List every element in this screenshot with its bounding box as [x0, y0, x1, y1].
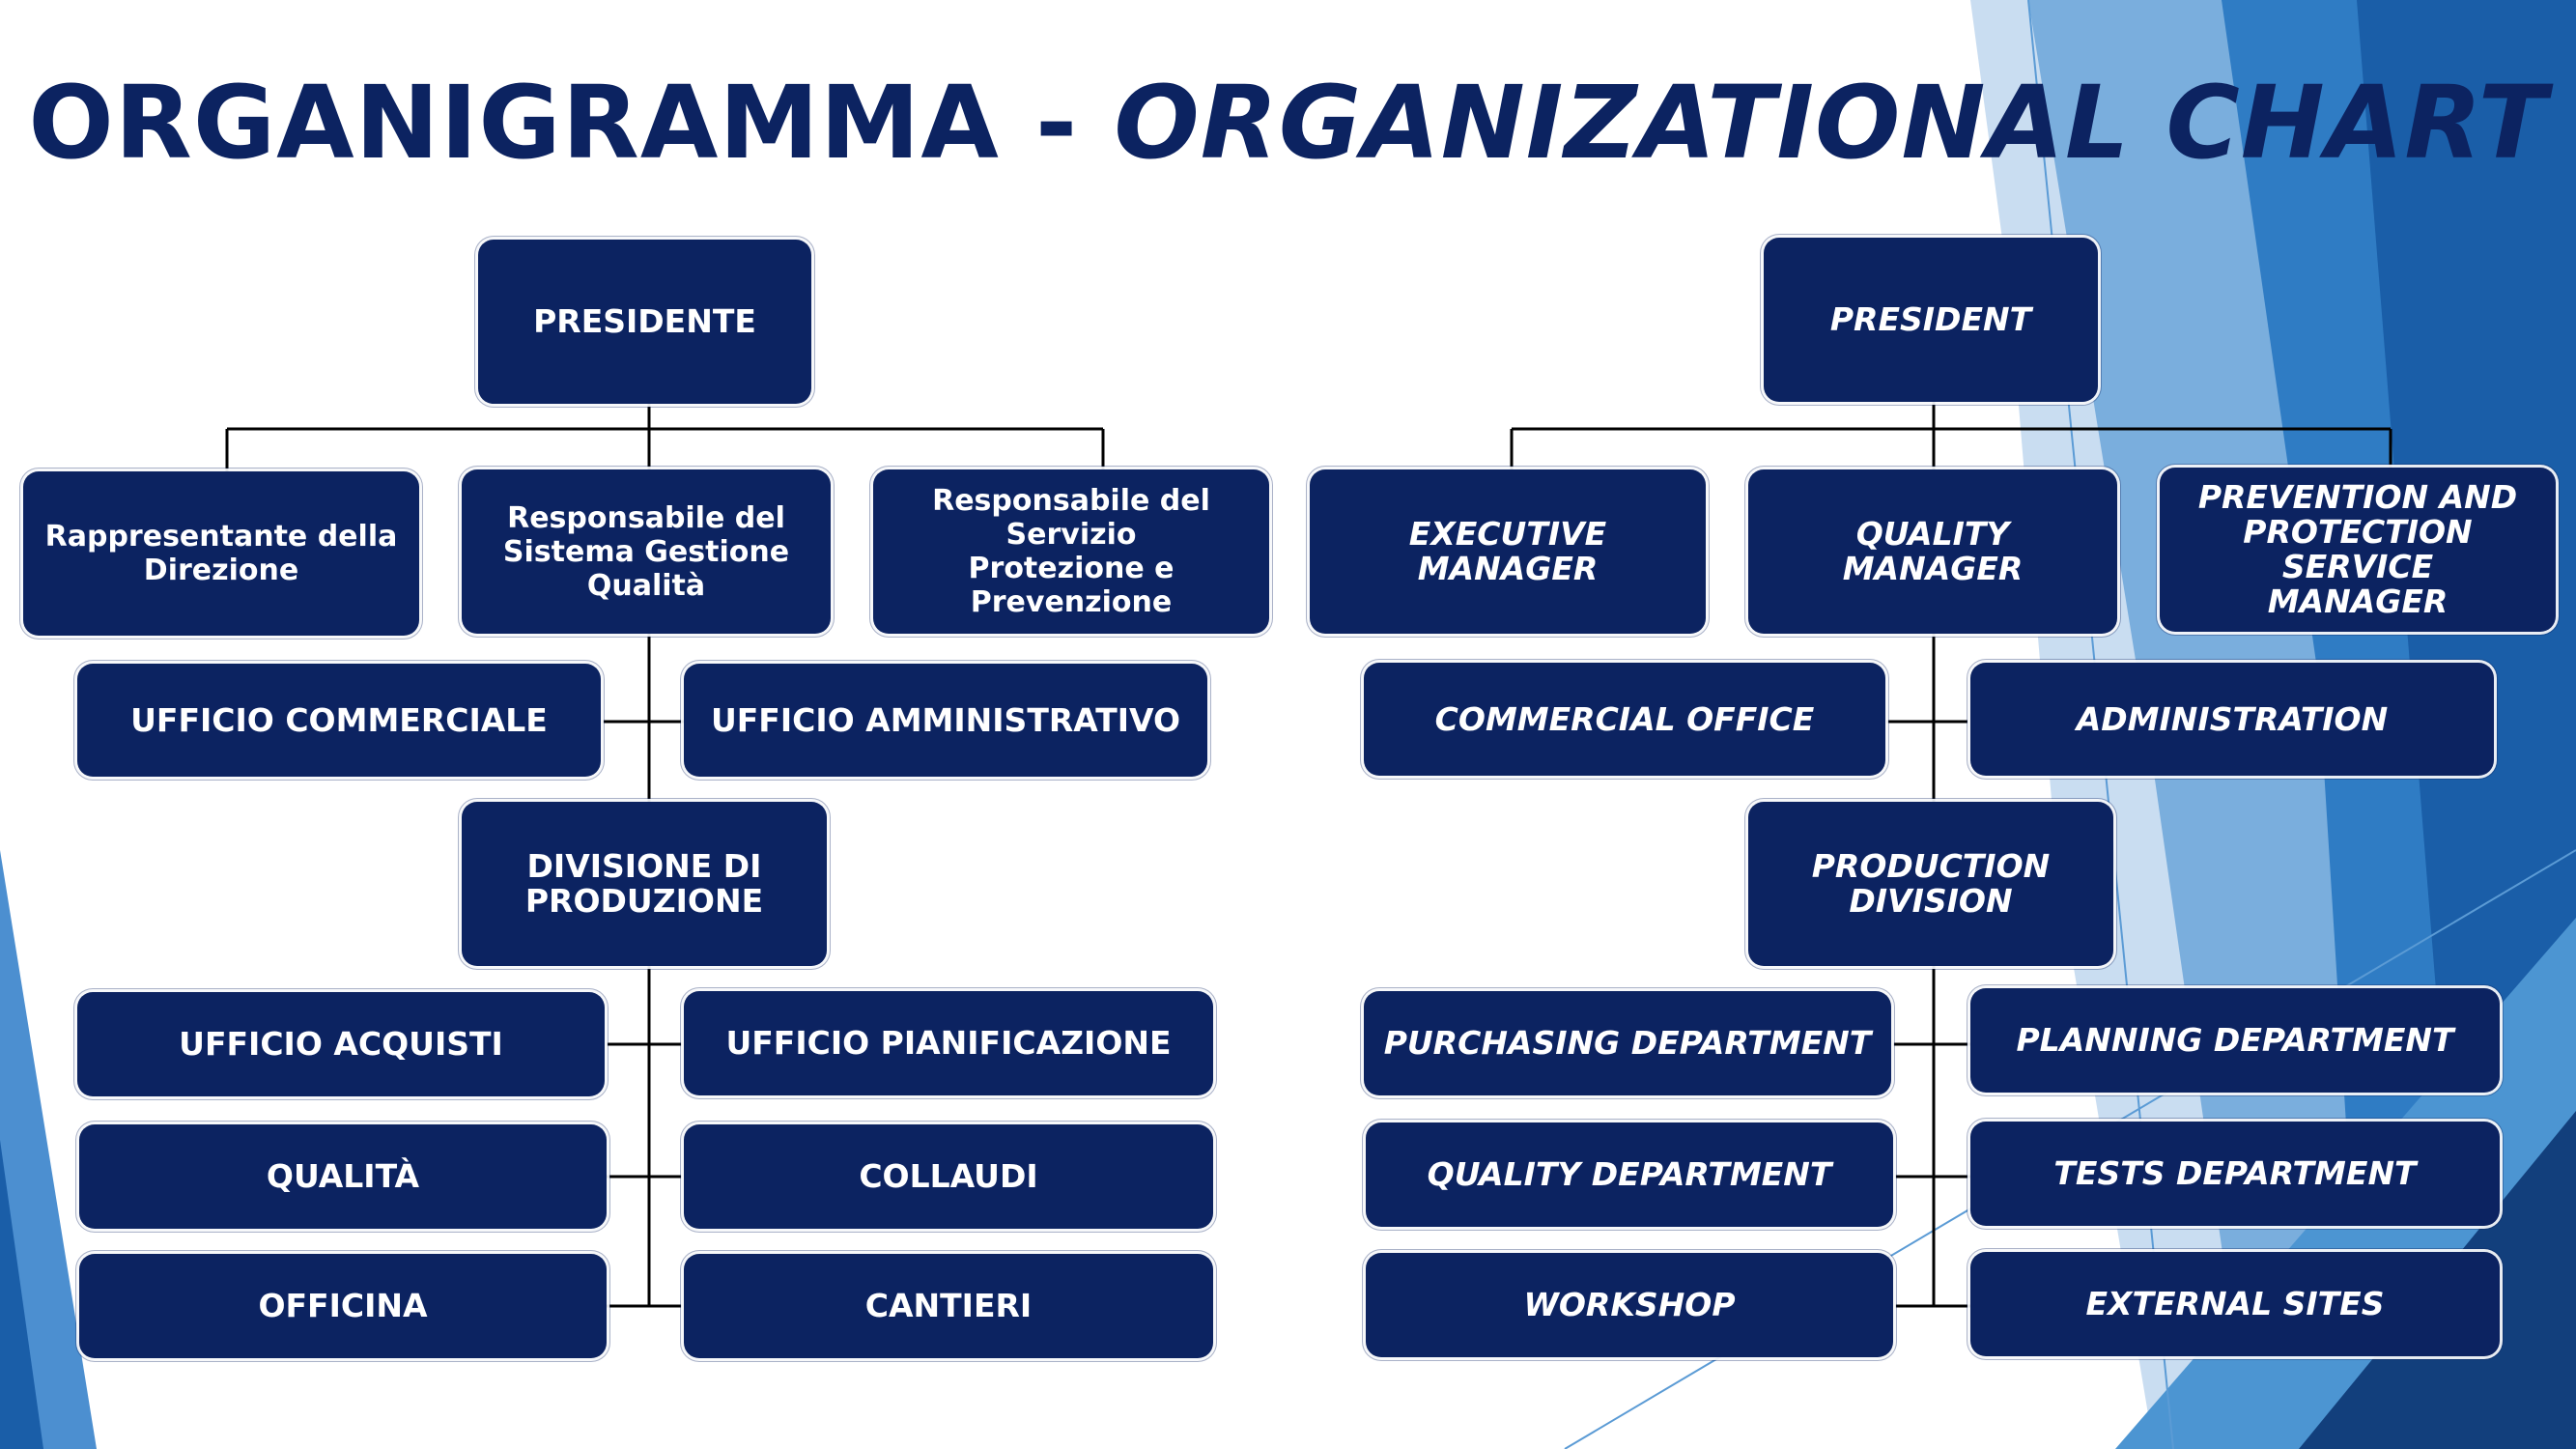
en-executive-manager-box: EXECUTIVE MANAGER	[1310, 469, 1706, 634]
en-division-label: PRODUCTION DIVISION	[1811, 847, 2051, 920]
it-dept-planning-box: UFFICIO PIANIFICAZIONE	[684, 991, 1213, 1095]
en-dept-purchasing-box: PURCHASING DEPARTMENT	[1364, 991, 1891, 1095]
bg-facet-left-dark	[0, 1140, 43, 1449]
connector	[1510, 402, 2392, 473]
bg-facet-left	[0, 850, 97, 1449]
it-office-commercial-box: UFFICIO COMMERCIALE	[77, 664, 601, 777]
en-production-division-box: PRODUCTION DIVISION	[1748, 802, 2113, 966]
it-management-label: Responsabile del Sistema Gestione Qualit…	[502, 500, 790, 603]
it-production-division-box: DIVISIONE DI PRODUZIONE	[462, 802, 827, 966]
en-management-label: PREVENTION AND PROTECTION SERVICE MANAGE…	[2197, 478, 2518, 620]
it-quality-manager-box: Responsabile del Sistema Gestione Qualit…	[462, 469, 831, 634]
it-office-label: UFFICIO COMMERCIALE	[130, 700, 548, 739]
en-dept-label: PLANNING DEPARTMENT	[2016, 1021, 2454, 1059]
it-prevention-service-box: Responsabile del Servizio Protezione e P…	[873, 469, 1269, 634]
en-management-label: EXECUTIVE MANAGER	[1408, 515, 1607, 587]
en-dept-planning-box: PLANNING DEPARTMENT	[1970, 988, 2500, 1093]
en-dept-label: WORKSHOP	[1523, 1286, 1736, 1323]
title-english: ORGANIZATIONAL CHART	[1114, 64, 2548, 182]
it-dept-label: QUALITÀ	[266, 1157, 420, 1195]
it-president-box: PRESIDENTE	[478, 240, 811, 404]
en-prevention-service-box: PREVENTION AND PROTECTION SERVICE MANAGE…	[2160, 468, 2556, 632]
it-dept-purchasing-box: UFFICIO ACQUISTI	[77, 992, 605, 1096]
it-president-label: PRESIDENTE	[533, 302, 756, 340]
it-division-label: DIVISIONE DI PRODUZIONE	[524, 847, 764, 920]
it-dept-workshop-box: OFFICINA	[79, 1254, 607, 1358]
en-dept-label: QUALITY DEPARTMENT	[1427, 1155, 1832, 1193]
it-management-label: Rappresentante della Direzione	[44, 520, 398, 587]
it-dept-quality-box: QUALITÀ	[79, 1124, 607, 1229]
title-italian: ORGANIGRAMMA -	[28, 64, 1115, 182]
it-dept-label: UFFICIO ACQUISTI	[179, 1025, 503, 1063]
en-management-label: QUALITY MANAGER	[1842, 515, 2024, 587]
it-management-representative-box: Rappresentante della Direzione	[23, 471, 419, 636]
connector	[1893, 966, 1970, 1308]
connector	[1886, 633, 1967, 802]
connector	[603, 633, 684, 802]
en-dept-workshop-box: WORKSHOP	[1366, 1253, 1893, 1357]
connector	[225, 402, 1105, 473]
en-dept-label: TESTS DEPARTMENT	[2053, 1154, 2417, 1192]
en-quality-manager-box: QUALITY MANAGER	[1748, 469, 2117, 634]
en-dept-label: EXTERNAL SITES	[2085, 1285, 2385, 1322]
it-dept-label: OFFICINA	[258, 1287, 428, 1324]
it-management-label: Responsabile del Servizio Protezione e P…	[932, 484, 1210, 619]
it-dept-label: CANTIERI	[864, 1287, 1033, 1324]
page-title: ORGANIGRAMMA - ORGANIZATIONAL CHART	[0, 60, 2576, 185]
en-dept-label: PURCHASING DEPARTMENT	[1383, 1024, 1872, 1062]
it-dept-label: UFFICIO PIANIFICAZIONE	[725, 1024, 1172, 1062]
it-dept-sites-box: CANTIERI	[684, 1254, 1213, 1358]
en-president-box: PRESIDENT	[1764, 238, 2098, 402]
connector	[607, 966, 682, 1308]
en-office-label: COMMERCIAL OFFICE	[1434, 699, 1815, 738]
en-office-administration-box: ADMINISTRATION	[1970, 663, 2494, 776]
en-dept-sites-box: EXTERNAL SITES	[1970, 1252, 2500, 1356]
en-president-label: PRESIDENT	[1829, 300, 2032, 338]
it-dept-label: COLLAUDI	[859, 1157, 1038, 1195]
it-office-administrative-box: UFFICIO AMMINISTRATIVO	[684, 664, 1207, 777]
en-dept-quality-box: QUALITY DEPARTMENT	[1366, 1122, 1893, 1227]
en-office-commercial-box: COMMERCIAL OFFICE	[1364, 663, 1885, 776]
it-dept-tests-box: COLLAUDI	[684, 1124, 1213, 1229]
en-office-label: ADMINISTRATION	[2076, 699, 2389, 738]
en-dept-tests-box: TESTS DEPARTMENT	[1970, 1122, 2500, 1226]
it-office-label: UFFICIO AMMINISTRATIVO	[710, 700, 1181, 739]
